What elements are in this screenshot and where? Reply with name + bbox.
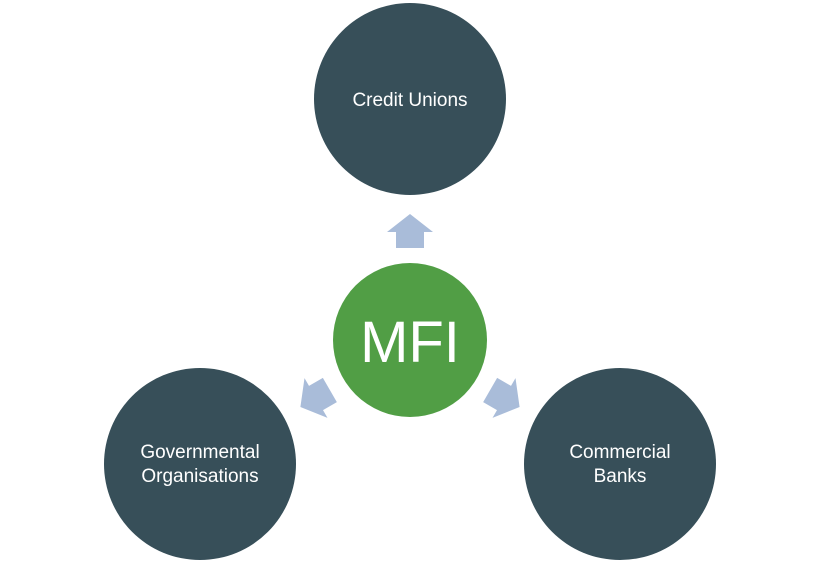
node-label-line2: Banks [594,466,647,487]
center-node-mfi: MFI [333,263,487,417]
node-commercial-banks: Commercial Banks [524,368,716,560]
node-credit-unions: Credit Unions [314,3,506,195]
node-label-line1: Commercial [569,442,670,463]
node-label-line2: Organisations [141,466,258,487]
arrow-to-commercial-banks [478,370,532,427]
center-label: MFI [360,310,460,375]
node-governmental-organisations: Governmental Organisations [104,368,296,560]
arrow-up-to-credit-unions [387,214,433,248]
node-label: Credit Unions [352,90,467,111]
node-label-line1: Governmental [140,442,259,463]
arrow-to-governmental-organisations [288,370,342,427]
